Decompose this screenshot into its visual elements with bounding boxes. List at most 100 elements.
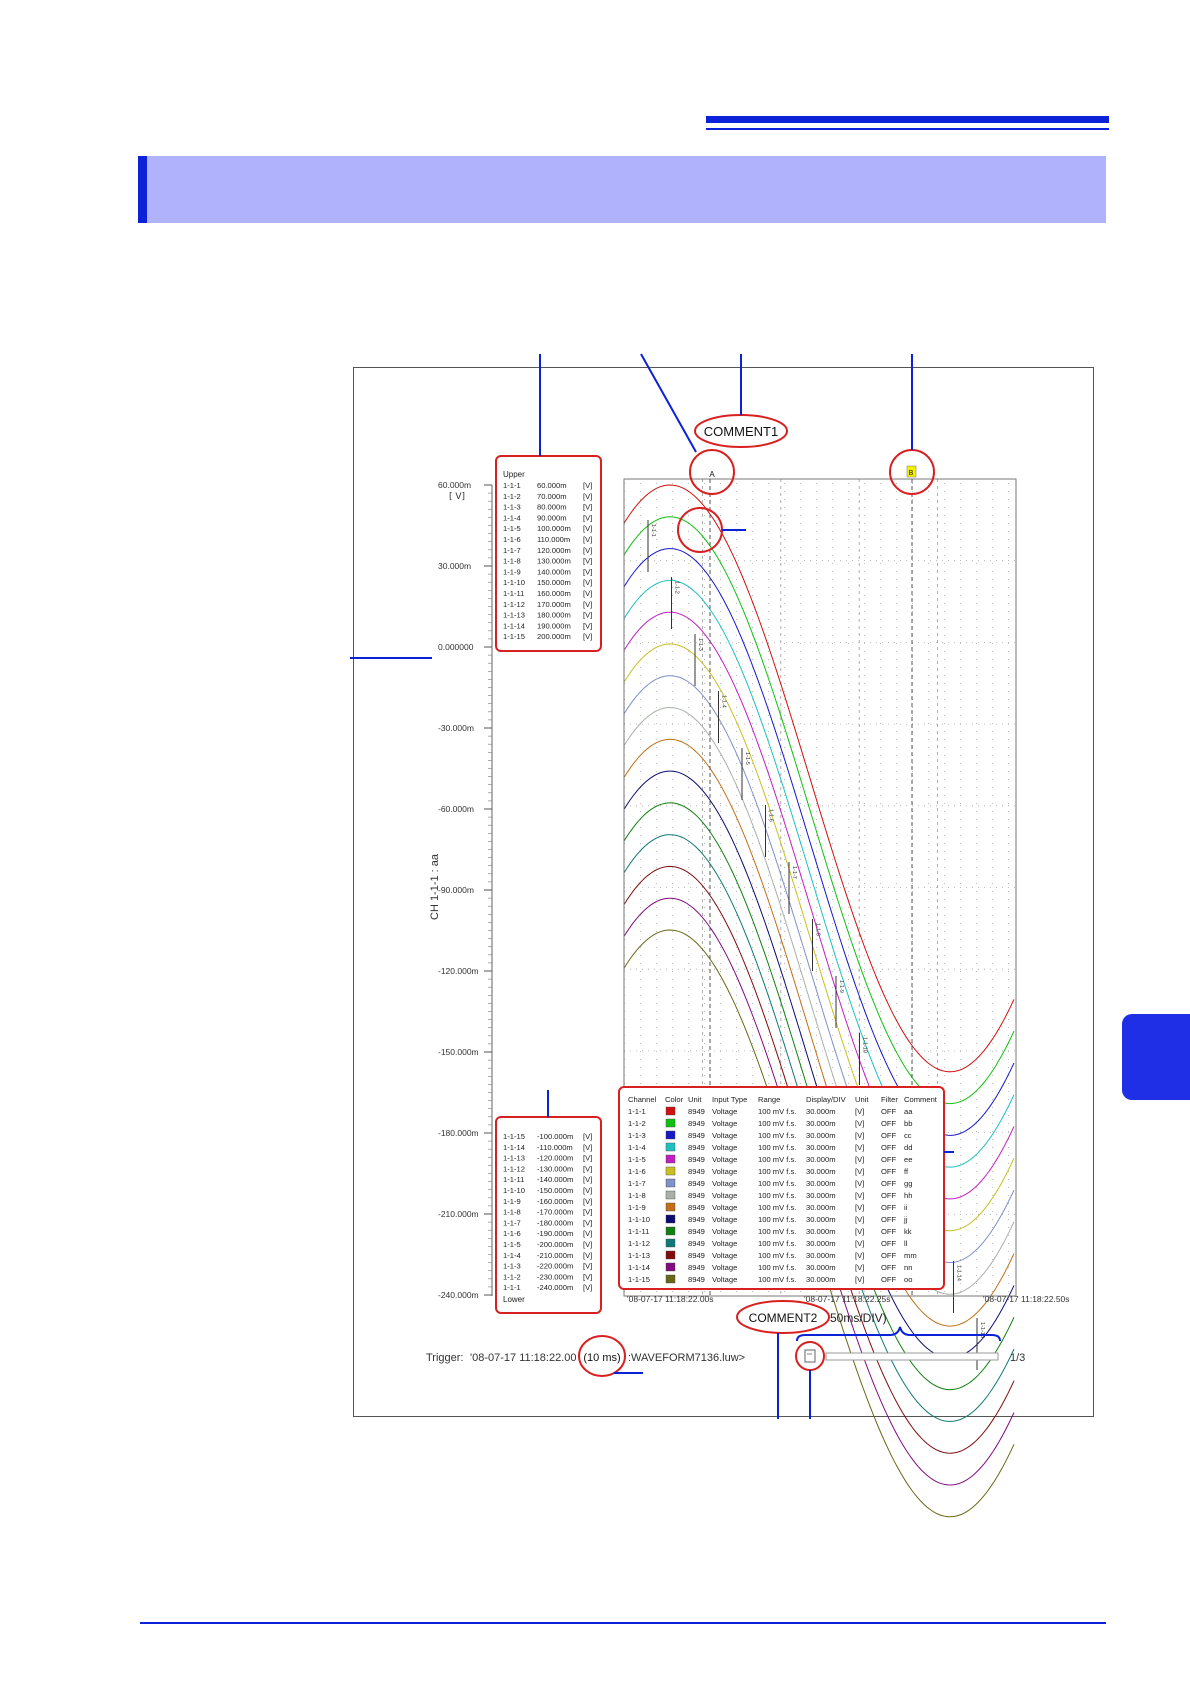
lower-row-value: -230.000m xyxy=(537,1272,573,1281)
lower-scale-list: 1-1-15-100.000m[V]1-1-14-110.000m[V]1-1-… xyxy=(503,1132,592,1304)
table-cell-filter: OFF xyxy=(881,1107,897,1116)
table-cell-div: 30.000m xyxy=(806,1143,836,1152)
upper-row-unit: [V] xyxy=(583,524,592,533)
table-cell-div: 30.000m xyxy=(806,1107,836,1116)
upper-row-value: 160.000m xyxy=(537,589,571,598)
table-color-swatch xyxy=(665,1142,676,1152)
table-cell-unit: 8949 xyxy=(688,1179,705,1188)
table-cell-channel: 1-1-12 xyxy=(628,1239,650,1248)
table-color-swatch xyxy=(665,1238,676,1248)
lower-row-unit: [V] xyxy=(583,1283,592,1292)
table-cell-comment: ff xyxy=(904,1167,909,1176)
table-color-swatch xyxy=(665,1214,676,1224)
table-cell-filter: OFF xyxy=(881,1131,897,1140)
footer-rule xyxy=(140,1622,1106,1624)
y-tick-label: -150.000m xyxy=(438,1047,479,1057)
table-cell-input: Voltage xyxy=(712,1119,737,1128)
table-cell-unit: 8949 xyxy=(688,1107,705,1116)
waveform-line xyxy=(623,579,1015,1168)
table-cell-u: [V] xyxy=(855,1119,864,1128)
lower-title: Lower xyxy=(503,1295,525,1304)
thumbnail-icon xyxy=(804,1349,816,1363)
scroll-bar-brace xyxy=(796,1326,1001,1342)
table-cell-u: [V] xyxy=(855,1215,864,1224)
table-header-cell: Unit xyxy=(688,1095,702,1104)
table-cell-channel: 1-1-11 xyxy=(628,1227,649,1236)
table-cell-comment: nn xyxy=(904,1263,912,1272)
lower-row-channel: 1-1-13 xyxy=(503,1154,525,1163)
time-end-label: '08-07-17 11:18:22.50s xyxy=(983,1294,1070,1304)
upper-row-unit: [V] xyxy=(583,600,592,609)
table-cell-u: [V] xyxy=(855,1227,864,1236)
table-cell-unit: 8949 xyxy=(688,1143,705,1152)
upper-row-value: 80.000m xyxy=(537,503,567,512)
table-cell-channel: 1-1-13 xyxy=(628,1251,650,1260)
table-cell-range: 100 mV f.s. xyxy=(758,1179,796,1188)
table-color-swatch xyxy=(665,1202,676,1212)
table-cell-range: 100 mV f.s. xyxy=(758,1167,796,1176)
table-cell-input: Voltage xyxy=(712,1143,737,1152)
trigger-interval: (10 ms) xyxy=(583,1352,620,1364)
table-cell-comment: hh xyxy=(904,1191,912,1200)
upper-row-value: 140.000m xyxy=(537,567,571,576)
lower-row-value: -220.000m xyxy=(537,1262,573,1271)
table-cell-input: Voltage xyxy=(712,1263,737,1272)
page-indicator: 1/3 xyxy=(1010,1352,1025,1364)
table-color-swatch xyxy=(665,1226,676,1236)
waveform-line xyxy=(623,643,1015,1232)
lower-row-unit: [V] xyxy=(583,1218,592,1227)
table-cell-input: Voltage xyxy=(712,1203,737,1212)
table-cell-div: 30.000m xyxy=(806,1239,836,1248)
upper-row-unit: [V] xyxy=(583,611,592,620)
channel-marker-label: 1-1-10 xyxy=(862,1037,868,1053)
comment2-callout xyxy=(736,1300,830,1334)
table-cell-range: 100 mV f.s. xyxy=(758,1215,796,1224)
table-cell-channel: 1-1-3 xyxy=(628,1131,646,1140)
upper-row-value: 200.000m xyxy=(537,632,571,641)
table-header-cell: Input Type xyxy=(712,1095,747,1104)
waveform-line xyxy=(623,706,1015,1295)
channel-marker-label: 1-1-6 xyxy=(768,809,774,822)
y-tick-label: -240.000m xyxy=(438,1290,479,1300)
table-cell-unit: 8949 xyxy=(688,1131,705,1140)
upper-row-channel: 1-1-14 xyxy=(503,621,525,630)
lower-row-unit: [V] xyxy=(583,1240,592,1249)
lower-row-unit: [V] xyxy=(583,1272,592,1281)
table-cell-channel: 1-1-10 xyxy=(628,1215,650,1224)
lower-row-channel: 1-1-9 xyxy=(503,1197,521,1206)
cursor-a-callout xyxy=(689,449,735,495)
lower-row-channel: 1-1-11 xyxy=(503,1175,524,1184)
table-cell-input: Voltage xyxy=(712,1191,737,1200)
upper-row-value: 170.000m xyxy=(537,600,571,609)
table-color-swatch xyxy=(665,1262,676,1272)
lower-row-unit: [V] xyxy=(583,1229,592,1238)
table-cell-channel: 1-1-15 xyxy=(628,1275,650,1284)
upper-row-value: 100.000m xyxy=(537,524,571,533)
lower-row-channel: 1-1-1 xyxy=(503,1283,521,1292)
table-cell-div: 30.000m xyxy=(806,1119,836,1128)
upper-row-unit: [V] xyxy=(583,481,592,490)
axis-unit-label: [ V] xyxy=(449,492,465,502)
table-cell-channel: 1-1-5 xyxy=(628,1155,646,1164)
lower-row-unit: [V] xyxy=(583,1175,592,1184)
waveform-line xyxy=(623,484,1015,1073)
lower-row-channel: 1-1-10 xyxy=(503,1186,525,1195)
table-color-swatch xyxy=(665,1190,676,1200)
table-header-cell: Channel xyxy=(628,1095,657,1104)
table-cell-input: Voltage xyxy=(712,1275,737,1284)
table-cell-u: [V] xyxy=(855,1143,864,1152)
table-cell-unit: 8949 xyxy=(688,1263,705,1272)
channel-table-callout xyxy=(618,1086,945,1290)
upper-row-value: 180.000m xyxy=(537,611,571,620)
channel-marker-label: 1-1-14 xyxy=(956,1265,962,1281)
table-cell-filter: OFF xyxy=(881,1239,897,1248)
table-cell-filter: OFF xyxy=(881,1215,897,1224)
y-axis: 60.000m30.000m0.000000-30.000m-60.000m-9… xyxy=(438,480,493,1300)
table-cell-div: 30.000m xyxy=(806,1203,836,1212)
table-cell-unit: 8949 xyxy=(688,1203,705,1212)
table-cell-filter: OFF xyxy=(881,1119,897,1128)
table-cell-u: [V] xyxy=(855,1155,864,1164)
table-cell-div: 30.000m xyxy=(806,1167,836,1176)
table-cell-filter: OFF xyxy=(881,1167,897,1176)
y-tick-label: 30.000m xyxy=(438,561,471,571)
